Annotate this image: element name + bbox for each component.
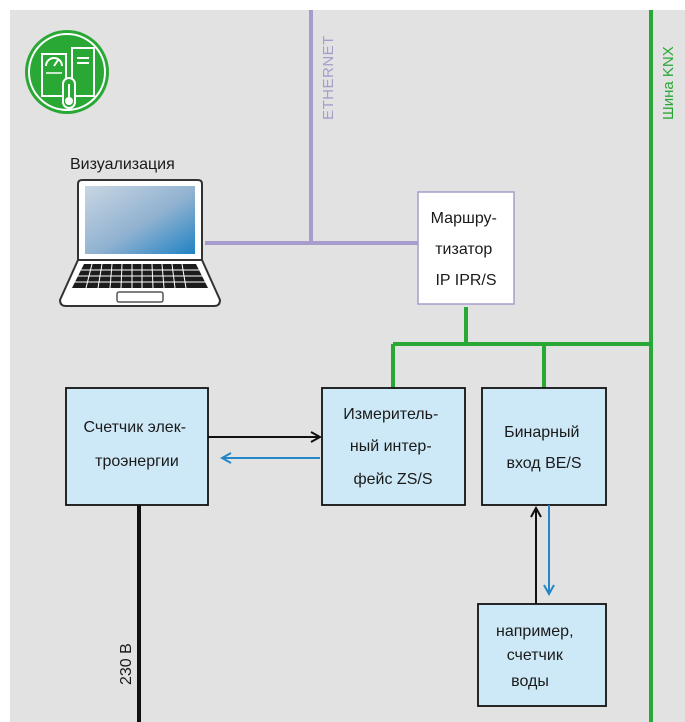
binary-input-box: Бинарный вход BE/S	[481, 387, 607, 506]
binary-line-1: Бинарный	[504, 424, 579, 441]
water-meter-box: например, счетчик воды	[477, 603, 607, 707]
svg-text:Бинарный вход BE/S: Бинарный вход BE/S	[504, 424, 584, 472]
svg-text:например, счетчик: например, счетчик воды	[496, 623, 578, 690]
interface-line-3: фейс ZS/S	[353, 471, 432, 488]
ethernet-line	[205, 10, 418, 245]
interface-line-2: ный интер-	[350, 438, 432, 455]
ethernet-label: ETHERNET	[320, 35, 337, 120]
electricity-meter-box: Счетчик элек- троэнергии	[65, 387, 209, 506]
visualization-label: Визуализация	[70, 156, 175, 173]
knx-bus-line	[391, 10, 653, 722]
interface-line-1: Измеритель-	[343, 406, 438, 423]
binary-line-2: вход BE/S	[506, 455, 581, 472]
svg-text:Маршру- тизатор IP: Маршру- тизатор IP IPR/S	[431, 210, 502, 289]
router-line-3: IP IPR/S	[435, 272, 496, 289]
measuring-interface-box: Измеритель- ный интер- фейс ZS/S	[321, 387, 466, 506]
water-line-3: воды	[511, 673, 549, 690]
svg-text:Измеритель- ный интер-: Измеритель- ный интер- фейс ZS/S	[343, 406, 443, 488]
voltage-label: 230 В	[118, 643, 135, 685]
knx-bus-label: Шина KNX	[660, 46, 677, 120]
water-line-1: например,	[496, 623, 573, 640]
svg-text:Счетчик элек- троэнергии: Счетчик элек- троэнергии	[84, 419, 191, 470]
building-control-icon	[25, 30, 109, 114]
router-line-2: тизатор	[435, 241, 492, 258]
router-box: Маршру- тизатор IP IPR/S	[417, 191, 515, 305]
meter-line-2: троэнергии	[95, 453, 179, 470]
router-line-1: Маршру-	[431, 210, 497, 227]
meter-line-1: Счетчик элек-	[84, 419, 187, 436]
laptop-icon	[58, 179, 222, 307]
water-line-2: счетчик	[507, 647, 564, 664]
